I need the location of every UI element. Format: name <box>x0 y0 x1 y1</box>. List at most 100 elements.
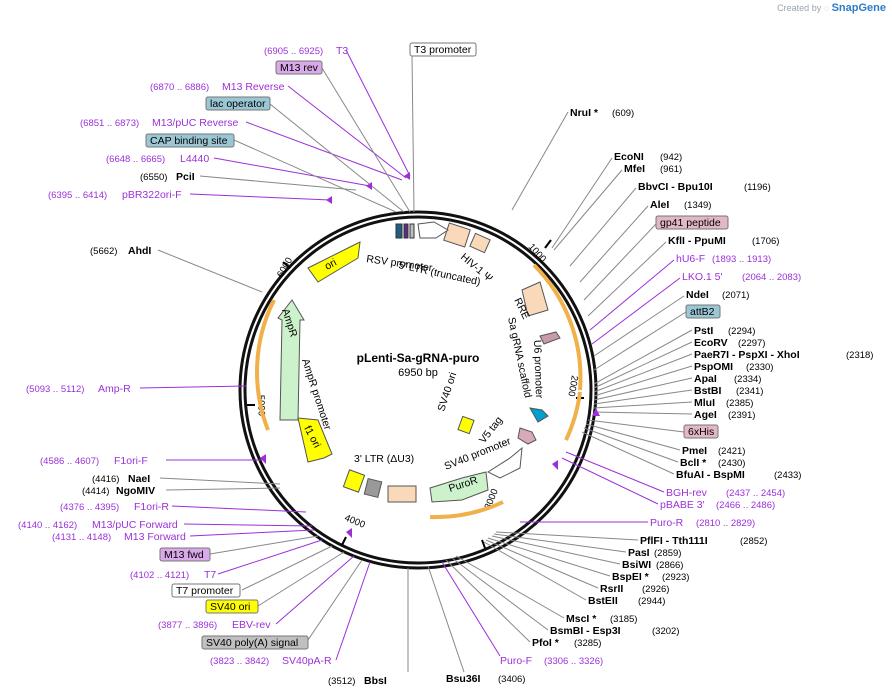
site-apai: ApaI <box>694 373 717 385</box>
leader-line <box>451 557 549 631</box>
site-ecorv: EcoRV <box>694 337 728 349</box>
site-pcii: PciI <box>176 171 195 183</box>
primer-ampr-pos: (5093 .. 5112) <box>26 384 84 395</box>
primer-purof: Puro-F <box>500 655 532 667</box>
site-pspomi-pos: (2330) <box>746 362 773 373</box>
site-bfuai: BfuAI - BspMI <box>676 469 745 481</box>
site-bsmbi-pos: (3202) <box>652 626 679 637</box>
leader-line-primer <box>441 561 501 657</box>
feature-box-cap <box>145 133 235 148</box>
site-mfei-pos: (961) <box>660 164 682 175</box>
site-pflfi: PflFI - Tth111I <box>640 535 708 547</box>
primer-sv40par-pos: (3823 .. 3842) <box>210 656 269 667</box>
sv40-ori-label: SV40 ori <box>435 371 459 413</box>
tick-mark <box>341 536 347 546</box>
primer-t3: T3 <box>336 45 348 57</box>
primer-pbabe3-pos: (2466 .. 2486) <box>716 500 775 511</box>
leader-line-primer <box>189 529 315 537</box>
site-econi: EcoNI <box>614 151 644 163</box>
tick-label: 2000 <box>565 374 580 397</box>
primer-sv40par: SV40pA-R <box>282 655 332 667</box>
leader-line <box>593 365 693 397</box>
site-bsiwi: BsiWI <box>622 559 651 571</box>
leader-line <box>587 419 685 433</box>
cap-site-block <box>395 223 403 239</box>
leader-line <box>587 241 667 317</box>
leader-line <box>455 555 565 619</box>
site-msci: MscI * <box>566 613 597 625</box>
site-nrui: NruI * <box>570 107 599 119</box>
feature-lacop: lac operator <box>210 98 266 110</box>
primer-m13puc-pos: (4140 .. 4162) <box>18 520 77 531</box>
sv40-ori-inner-block <box>457 415 475 435</box>
leader-line-primer <box>275 555 355 625</box>
backbone-outer-strand <box>238 210 598 570</box>
sv40-ori-block <box>342 469 366 493</box>
site-psti: PstI <box>694 325 713 337</box>
leader-line <box>511 111 569 211</box>
primer-m13rev: M13 Reverse <box>222 81 285 93</box>
primer-m13fwd2-pos: (4131 .. 4148) <box>52 532 111 543</box>
site-msci-pos: (3185) <box>610 614 637 625</box>
feature-box-sv40polya <box>201 635 309 650</box>
plasmid-size: 6950 bp <box>398 367 438 379</box>
backbone-inner-strand <box>243 215 593 565</box>
ltr5-feature <box>469 232 491 254</box>
site-bbsi-pos: (3512) <box>328 676 355 687</box>
site-rsrii-pos: (2926) <box>642 584 669 595</box>
credit-prefix: Created by <box>777 3 822 13</box>
site-bsteii: BstEII <box>588 595 618 607</box>
site-pfoi: PfoI * <box>532 637 560 649</box>
primer-pbabe3: pBABE 3' <box>660 499 705 511</box>
primer-marker <box>346 528 352 538</box>
primer-m13pucrev: M13/pUC Reverse <box>152 117 239 129</box>
site-agei: AgeI <box>694 409 717 421</box>
feature-gp41: gp41 peptide <box>660 217 721 229</box>
leader-line <box>581 431 675 475</box>
site-bstbi-pos: (2341) <box>736 386 763 397</box>
rsv-promoter-feature <box>417 221 449 239</box>
leader-line-primer <box>171 505 307 513</box>
primer-arc-orange <box>532 263 583 391</box>
site-kfli: KflI - PpuMI <box>668 235 726 247</box>
leader-line-primer <box>591 277 681 345</box>
tick-mark <box>481 539 486 549</box>
primer-m13fwd2: M13 Forward <box>124 531 186 543</box>
leader-line <box>427 565 465 673</box>
leader-line <box>411 55 415 213</box>
leader-line <box>579 205 649 283</box>
sv40-promoter-feature <box>486 446 523 479</box>
leader-line <box>321 67 411 213</box>
puror-feature <box>429 471 489 503</box>
primer-marker <box>404 172 410 180</box>
site-bsmbi: BsmBI - Esp3I <box>550 625 621 637</box>
site-ecorv-pos: (2297) <box>738 338 765 349</box>
site-bbvci-pos: (1196) <box>744 182 771 193</box>
leader-line <box>593 329 693 385</box>
site-bsteii-pos: (2944) <box>638 596 665 607</box>
hiv-psi-feature <box>443 222 471 248</box>
leader-line <box>593 411 693 415</box>
tick-mark <box>282 261 291 269</box>
feature-box-sv40ori <box>205 599 259 614</box>
site-bstbi: BstBI <box>694 385 722 397</box>
feature-attb2: attB2 <box>690 306 715 318</box>
leader-line <box>209 535 319 555</box>
lac-operator-block <box>403 223 409 239</box>
feature-box-6xhis <box>683 424 719 439</box>
feature-box-t7promoter <box>171 583 241 598</box>
snapgene-logo-icon: ◌ <box>823 3 830 13</box>
feature-box-lacop <box>205 96 271 111</box>
leader-line <box>493 533 627 553</box>
leader-line <box>553 169 623 251</box>
leader-line-primer <box>189 193 331 201</box>
feature-box-m13rev <box>275 60 323 75</box>
feature-m13rev: M13 rev <box>280 62 319 74</box>
site-mfei: MfeI <box>624 163 645 175</box>
leader-line-primer <box>217 539 323 575</box>
primer-f1orif: F1ori-F <box>114 455 148 467</box>
gp41-feature <box>539 331 561 345</box>
ltr3-label: 3' LTR (ΔU3) <box>354 453 414 465</box>
leader-line <box>165 487 281 491</box>
